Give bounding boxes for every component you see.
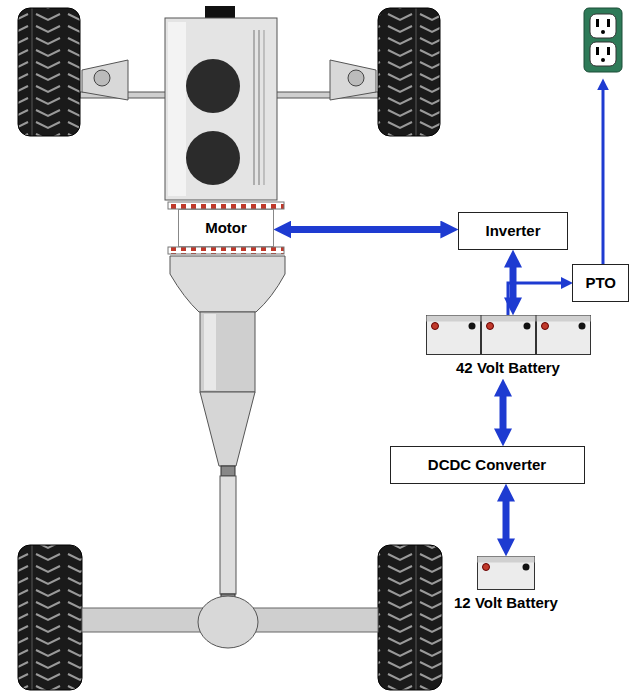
negative-terminal — [523, 564, 530, 571]
cell-top — [536, 316, 590, 322]
positive-terminal — [483, 564, 490, 571]
power-flow-arrow — [288, 226, 444, 233]
negative-terminal — [523, 323, 530, 330]
pto-box: PTO — [572, 264, 629, 302]
engine-block — [165, 18, 277, 200]
transmission — [200, 312, 255, 392]
battery: 12 Volt Battery — [450, 556, 562, 614]
cell-top — [481, 316, 535, 322]
outlet-ground — [601, 30, 605, 34]
motor-winding — [168, 247, 284, 254]
outlet-arrow — [602, 88, 605, 266]
outlet-socket — [590, 42, 616, 66]
engine-rib — [264, 30, 265, 185]
engine-rib — [259, 30, 260, 185]
cell-top — [478, 557, 535, 563]
outlet-socket — [590, 14, 616, 38]
cell-top — [426, 316, 480, 322]
cylinder — [186, 131, 240, 185]
right-knuckle — [330, 60, 376, 100]
power-flow-arrow — [503, 498, 510, 542]
outlet-slot — [596, 47, 599, 55]
left-knuckle — [82, 60, 128, 100]
battery-icon — [426, 315, 591, 355]
battery-cell — [481, 316, 535, 355]
outlet-slot — [607, 19, 610, 27]
tire — [18, 545, 82, 690]
bell-housing — [170, 256, 285, 312]
driveshaft — [220, 476, 236, 594]
motor-box: Motor — [178, 209, 274, 247]
inverter-box: Inverter — [458, 212, 568, 250]
positive-terminal — [486, 323, 493, 330]
battery-cell — [536, 316, 590, 355]
outlet-slot — [596, 19, 599, 27]
power-flow-arrow — [500, 393, 507, 432]
engine-rib — [254, 30, 255, 185]
node-label: DCDC Converter — [403, 456, 572, 474]
converter-box: DCDC Converter — [390, 446, 585, 484]
tire — [378, 545, 442, 690]
outlet-slot — [607, 47, 610, 55]
u-joint — [221, 466, 235, 476]
engine-highlight — [168, 22, 186, 196]
left-hub — [94, 70, 110, 86]
node-label: PTO — [585, 274, 616, 292]
node-label: Inverter — [471, 222, 555, 240]
node-label: 42 Volt Battery — [426, 359, 591, 377]
transmission-highlight — [204, 314, 216, 390]
positive-terminal — [431, 323, 438, 330]
negative-terminal — [468, 323, 475, 330]
tire — [18, 8, 80, 136]
battery-cell — [426, 316, 480, 355]
positive-terminal — [541, 323, 548, 330]
tire — [378, 8, 440, 136]
negative-terminal — [578, 323, 585, 330]
right-hub — [348, 70, 364, 86]
differential — [198, 596, 258, 648]
outlet-ground — [601, 58, 605, 62]
cylinder — [186, 59, 240, 113]
node-label: 12 Volt Battery — [454, 594, 558, 612]
battery-icon — [477, 556, 535, 590]
battery-pack: 42 Volt Battery — [422, 315, 595, 379]
motor-winding — [168, 202, 284, 209]
battery-cell — [478, 557, 535, 590]
node-label: Motor — [205, 219, 247, 237]
tail-housing — [200, 392, 255, 466]
power-outlet — [584, 8, 622, 72]
power-flow-arrow — [508, 283, 563, 315]
